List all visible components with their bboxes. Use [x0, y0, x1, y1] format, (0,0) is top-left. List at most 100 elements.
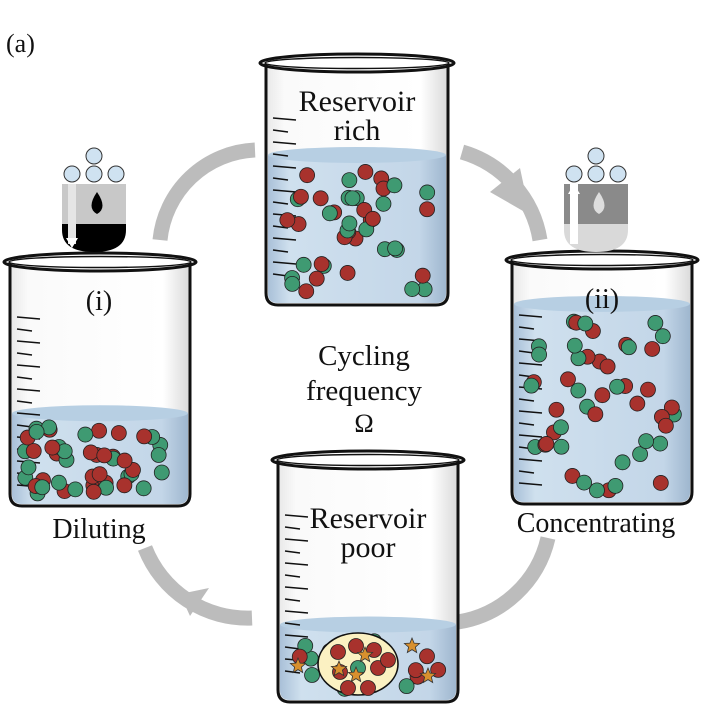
graduation-tick [16, 316, 41, 320]
center-line1: Cycling [318, 340, 410, 372]
graduation-tick [284, 550, 301, 554]
beaker-rim-inner [8, 255, 192, 269]
beaker-concentrate [504, 249, 700, 506]
red-particle [110, 425, 127, 441]
green-particle [20, 459, 37, 476]
graduation-tick [518, 326, 535, 330]
green-particle [295, 256, 312, 273]
green-particle [566, 337, 583, 354]
graduation-tick [284, 574, 301, 578]
star-icon [347, 665, 365, 683]
green-particle [654, 328, 671, 345]
water [268, 154, 446, 303]
graduation-tick [518, 434, 543, 438]
water-surface [12, 405, 188, 422]
green-particle [576, 474, 593, 491]
cycle-arrow-top-left [152, 142, 256, 241]
red-particle [298, 283, 315, 300]
red-particle [657, 417, 674, 434]
dilute-caption: Diluting [52, 514, 145, 545]
graduation-tick [272, 177, 289, 181]
graduation-tick [518, 422, 535, 426]
graduation-tick [16, 352, 33, 356]
droplet-particle [330, 644, 346, 660]
graduation-tick [16, 412, 41, 416]
rich-label-line1: Reservoir [299, 85, 416, 118]
red-particle [560, 371, 576, 388]
pump-fill-icon [564, 147, 628, 252]
pump-ball [609, 165, 627, 183]
green-particle [609, 378, 625, 395]
green-particle [341, 215, 358, 232]
panel-label: (a) [6, 29, 35, 58]
graduation-tick [284, 670, 301, 674]
beaker-rim-inner [264, 56, 450, 70]
pump-drain-icon [62, 147, 126, 252]
red-particle [308, 270, 325, 287]
water-surface [514, 295, 690, 312]
green-particle [51, 474, 67, 491]
arrow-up-icon [570, 184, 578, 244]
graduation-tick [16, 340, 41, 344]
beaker-rim [258, 52, 456, 74]
pump-bowl [62, 224, 126, 252]
red-particle [594, 387, 611, 404]
green-particle [341, 172, 358, 189]
green-particle [34, 479, 51, 496]
rich-label-line2: rich [334, 114, 381, 147]
center-omega: Ω [354, 409, 373, 438]
beaker-rim [2, 251, 198, 273]
green-particle [419, 184, 436, 201]
green-particle [375, 195, 392, 212]
graduation-tick [284, 610, 309, 614]
graduation-tick [284, 514, 309, 518]
red-particle [44, 439, 61, 456]
graduation-tick [518, 482, 543, 486]
graduation-tick [284, 646, 301, 650]
green-particle [404, 281, 421, 297]
droplet-particle [360, 680, 376, 696]
concentrate-caption: Concentrating [517, 508, 676, 539]
graduation-tick [284, 526, 301, 530]
red-particle [364, 210, 381, 227]
green-particle [398, 678, 415, 695]
red-particle [85, 483, 102, 500]
graduation-tick [272, 249, 289, 253]
droplet-particle [380, 652, 396, 668]
red-particle [91, 466, 108, 483]
graduation-tick [284, 622, 301, 626]
green-particle [531, 346, 547, 363]
graduation-tick [518, 398, 535, 402]
pump-arrowhead [568, 184, 580, 194]
red-particle [644, 341, 661, 357]
green-particle [386, 177, 403, 194]
red-particle [548, 401, 565, 418]
beaker-rim [270, 449, 466, 471]
poor-label-line1: Reservoir [310, 502, 427, 535]
green-particle [589, 482, 605, 499]
drop-icon [91, 192, 103, 214]
graduation-tick [16, 400, 33, 404]
green-particle [614, 454, 631, 471]
green-particle [652, 435, 669, 452]
red-particle [419, 648, 435, 665]
red-particle [25, 443, 42, 459]
pump-bowl [564, 224, 628, 252]
red-particle [407, 662, 424, 679]
star-icon [403, 636, 421, 654]
green-particle [632, 446, 648, 463]
graduation-tick [284, 634, 309, 638]
red-particle [312, 190, 329, 207]
beaker-rim-inner [510, 253, 694, 267]
green-particle [638, 433, 655, 450]
red-particle [587, 406, 604, 423]
green-particle [67, 481, 84, 498]
green-particle [577, 315, 594, 332]
cycle-arrow-bottom-right [456, 536, 556, 630]
cycle-arrowhead-right [490, 168, 530, 215]
graduation-tick [16, 328, 33, 332]
red-particle [538, 436, 555, 452]
star-icon [289, 656, 307, 674]
red-particle [652, 475, 669, 491]
